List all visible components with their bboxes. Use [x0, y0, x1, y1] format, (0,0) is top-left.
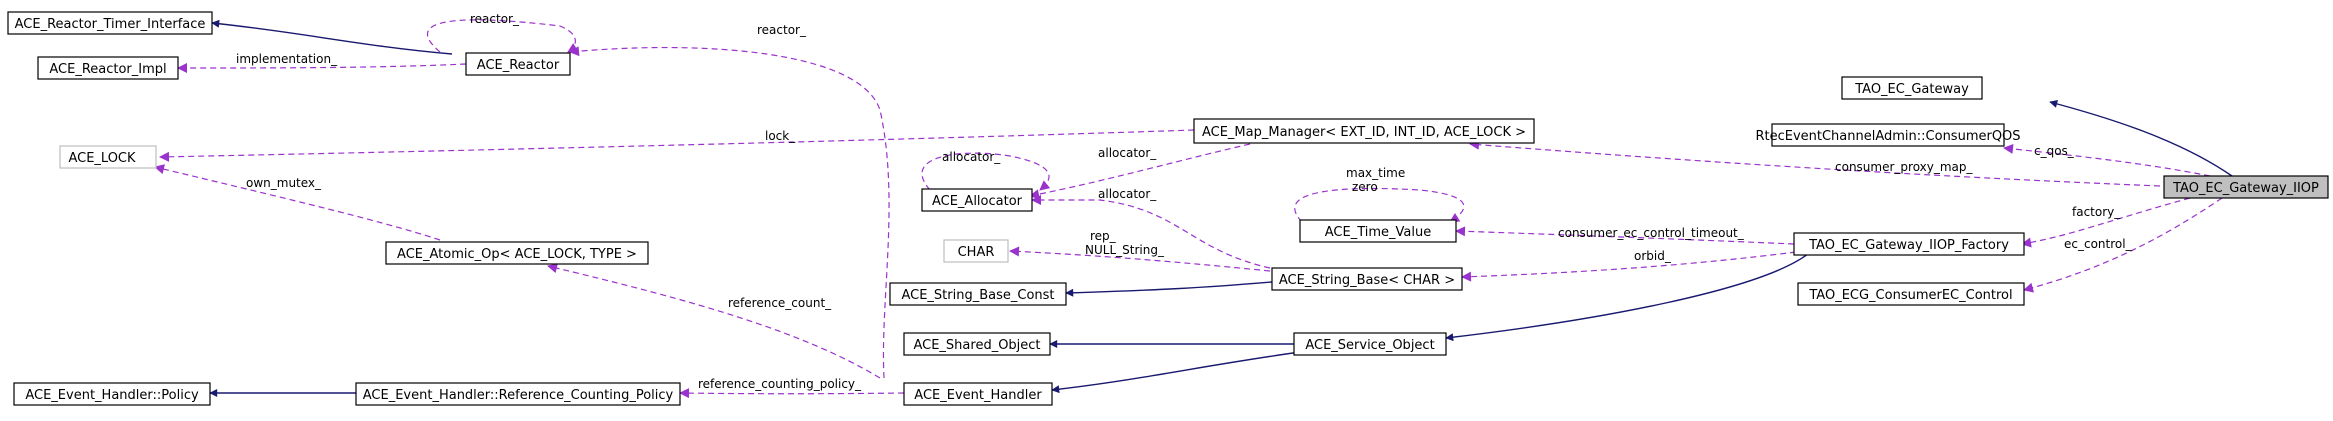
- edge-event-handler-reference-count: [547, 263, 881, 379]
- node-label: ACE_Reactor_Timer_Interface: [15, 17, 206, 32]
- node-ace-allocator[interactable]: ACE_Allocator: [921, 188, 1033, 212]
- node-label: ACE_LOCK: [68, 151, 136, 166]
- node-ace-lock[interactable]: ACE_LOCK: [59, 145, 157, 169]
- node-label: ACE_String_Base< CHAR >: [1279, 273, 1455, 288]
- label-rep: rep_: [1090, 229, 1117, 243]
- edge-map-manager-allocator: [1029, 143, 1251, 200]
- label-reference-counting-policy: reference_counting_policy_: [698, 377, 862, 391]
- node-label: ACE_Allocator: [932, 194, 1023, 209]
- node-label: ACE_Event_Handler: [914, 388, 1042, 403]
- node-label: ACE_Shared_Object: [913, 338, 1040, 353]
- node-label: ACE_Time_Value: [1325, 225, 1431, 240]
- node-ace-service-object[interactable]: ACE_Service_Object: [1293, 332, 1447, 356]
- edge-labels: reactor_ reactor_ implementation_ lock_ …: [236, 12, 2133, 391]
- label-c-qos: c_qos_: [2034, 144, 2075, 158]
- edge-gateway-iiop-c-qos: [2003, 143, 2211, 177]
- node-tao-ec-gateway[interactable]: TAO_EC_Gateway: [1841, 76, 1983, 100]
- nodes: ACE_Reactor_Timer_Interface ACE_Reactor_…: [7, 11, 2329, 406]
- node-tao-ecg-consumer-ec-control[interactable]: TAO_ECG_ConsumerEC_Control: [1797, 282, 2025, 306]
- edge-time-value-self-loop: [1294, 187, 1465, 223]
- edge-string-base-char: [1009, 246, 1281, 273]
- edge-factory-inherits-service-object: [1445, 253, 1809, 342]
- edge-service-object-inherits-event-handler: [1051, 351, 1301, 394]
- label-allocator-self: allocator_: [942, 150, 1001, 164]
- node-ace-reactor-timer-interface[interactable]: ACE_Reactor_Timer_Interface: [7, 11, 213, 35]
- label-lock: lock_: [765, 129, 796, 143]
- node-ace-reference-counting-policy[interactable]: ACE_Event_Handler::Reference_Counting_Po…: [355, 382, 681, 406]
- label-own-mutex: own_mutex_: [246, 176, 322, 190]
- label-max-time: max_time: [1346, 166, 1405, 180]
- label-allocator-from-string: allocator_: [1098, 187, 1157, 201]
- node-label: ACE_Service_Object: [1305, 338, 1434, 353]
- node-label: ACE_Event_Handler::Reference_Counting_Po…: [363, 388, 674, 403]
- label-null-string: NULL_String_: [1085, 243, 1165, 257]
- label-zero: zero: [1352, 180, 1378, 194]
- edge-gateway-iiop-consumer-proxy-map: [1469, 139, 2161, 187]
- label-orbid: orbid_: [1634, 249, 1672, 263]
- node-tao-ec-gateway-iiop-factory[interactable]: TAO_EC_Gateway_IIOP_Factory: [1793, 232, 2025, 256]
- edge-reactor-implementation: [177, 62, 467, 73]
- node-ace-map-manager[interactable]: ACE_Map_Manager< EXT_ID, INT_ID, ACE_LOC…: [1193, 118, 1535, 144]
- edge-gateway-iiop-factory: [2021, 197, 2191, 248]
- node-label: ACE_String_Base_Const: [901, 288, 1054, 303]
- edges: [154, 19, 2233, 399]
- node-consumer-qos[interactable]: RtecEventChannelAdmin::ConsumerQOS: [1755, 123, 2021, 147]
- edge-reactor-self-loop: [426, 19, 579, 53]
- edge-string-base-inherits-const: [1065, 281, 1273, 297]
- node-label: ACE_Map_Manager< EXT_ID, INT_ID, ACE_LOC…: [1202, 125, 1526, 140]
- node-label: ACE_Reactor: [477, 58, 560, 73]
- label-reference-count: reference_count_: [728, 296, 832, 310]
- node-ace-reactor-impl[interactable]: ACE_Reactor_Impl: [37, 56, 179, 80]
- edge-reactor-inherits-timer-interface: [211, 19, 453, 55]
- node-ace-atomic-op[interactable]: ACE_Atomic_Op< ACE_LOCK, TYPE >: [385, 241, 649, 265]
- edge-event-handler-reactor: [569, 46, 890, 379]
- node-ace-time-value[interactable]: ACE_Time_Value: [1299, 219, 1457, 243]
- node-label: TAO_EC_Gateway_IIOP_Factory: [1808, 238, 2009, 253]
- node-ace-event-handler[interactable]: ACE_Event_Handler: [903, 382, 1053, 406]
- node-label: ACE_Atomic_Op< ACE_LOCK, TYPE >: [397, 247, 637, 262]
- node-label: TAO_EC_Gateway_IIOP: [2172, 181, 2319, 196]
- node-char[interactable]: CHAR: [943, 239, 1009, 263]
- label-consumer-proxy-map: consumer_proxy_map_: [1835, 160, 1974, 174]
- label-reactor-self: reactor_: [470, 12, 520, 26]
- edge-factory-orbid: [1461, 251, 1797, 282]
- edge-string-base-allocator: [1031, 195, 1271, 269]
- edge-factory-consumer-ec-control-timeout: [1455, 226, 1795, 245]
- label-consumer-ec-control-timeout: consumer_ec_control_timeout_: [1558, 226, 1745, 240]
- node-ace-string-base-const[interactable]: ACE_String_Base_Const: [889, 282, 1067, 306]
- edge-gateway-iiop-inherits-ec-gateway: [2049, 99, 2233, 177]
- label-reactor-from-event-handler: reactor_: [757, 23, 807, 37]
- node-ace-event-handler-policy[interactable]: ACE_Event_Handler::Policy: [13, 382, 211, 406]
- node-label: TAO_EC_Gateway: [1854, 82, 1969, 97]
- edge-map-manager-lock: [159, 129, 1195, 162]
- node-label: TAO_ECG_ConsumerEC_Control: [1808, 288, 2012, 303]
- edge-gateway-iiop-ec-control: [2023, 197, 2223, 293]
- node-ace-shared-object[interactable]: ACE_Shared_Object: [903, 332, 1051, 356]
- node-ace-string-base[interactable]: ACE_String_Base< CHAR >: [1271, 267, 1463, 291]
- label-implementation: implementation_: [236, 52, 338, 66]
- label-ec-control: ec_control_: [2064, 237, 2133, 251]
- node-tao-ec-gateway-iiop-focus[interactable]: TAO_EC_Gateway_IIOP: [2163, 175, 2329, 199]
- node-label: ACE_Reactor_Impl: [49, 62, 166, 77]
- edge-allocator-self-loop: [921, 152, 1051, 191]
- edge-atomic-op-own-mutex: [154, 164, 441, 241]
- edge-event-handler-refcount-policy: [679, 388, 905, 399]
- label-factory: factory_: [2072, 205, 2121, 219]
- node-ace-reactor[interactable]: ACE_Reactor: [465, 52, 571, 76]
- node-label: RtecEventChannelAdmin::ConsumerQOS: [1755, 129, 2020, 144]
- node-label: CHAR: [958, 245, 995, 260]
- node-label: ACE_Event_Handler::Policy: [25, 388, 199, 403]
- label-allocator-from-map: allocator_: [1098, 146, 1157, 160]
